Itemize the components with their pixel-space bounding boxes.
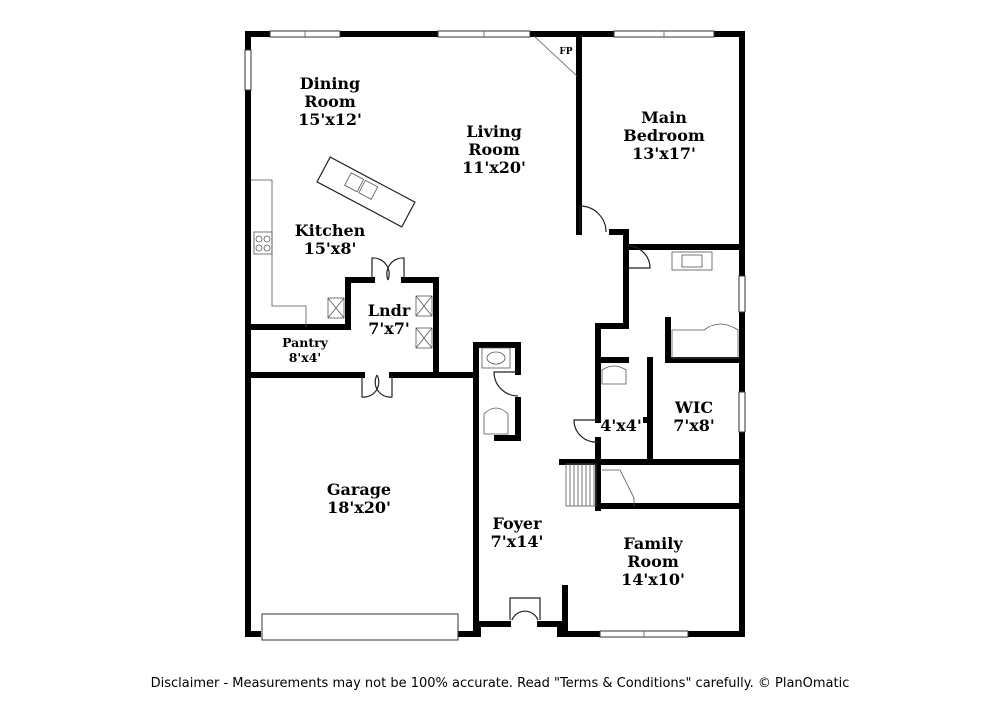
family-room-size: 14'x10' <box>621 570 685 589</box>
family-room-name-1: Family <box>623 534 683 553</box>
laundry-name: Lndr <box>368 301 411 320</box>
wic-size: 7'x8' <box>673 416 715 435</box>
stairs <box>565 463 635 507</box>
pantry-size: 8'x4' <box>289 350 322 365</box>
floor-plan: FP <box>244 30 746 641</box>
living-room-name-1: Living <box>466 122 522 141</box>
room-labels: Dining Room 15'x12' Living Room 11'x20' … <box>282 74 715 589</box>
pantry-name: Pantry <box>282 335 329 350</box>
main-bedroom-name-2: Bedroom <box>623 126 705 145</box>
main-bedroom-size: 13'x17' <box>632 144 696 163</box>
closet-size: 4'x4' <box>600 416 642 435</box>
bath-fixtures <box>481 251 739 435</box>
wic-name: WIC <box>674 398 713 417</box>
doors <box>361 205 651 621</box>
windows <box>244 30 746 641</box>
dining-room-name-1: Dining <box>300 74 360 93</box>
fireplace-label: FP <box>559 47 572 57</box>
kitchen-fixtures <box>251 156 433 349</box>
main-bedroom-name-1: Main <box>641 108 687 127</box>
interior-walls <box>245 31 745 637</box>
garage-name: Garage <box>327 480 391 499</box>
kitchen-size: 15'x8' <box>304 239 357 258</box>
foyer-size: 7'x14' <box>491 532 544 551</box>
laundry-size: 7'x7' <box>368 319 410 338</box>
dining-room-size: 15'x12' <box>298 110 362 129</box>
garage-size: 18'x20' <box>327 498 391 517</box>
kitchen-name: Kitchen <box>295 221 366 240</box>
living-room-size: 11'x20' <box>462 158 526 177</box>
fireplace: FP <box>533 35 578 77</box>
disclaimer-text: Disclaimer - Measurements may not be 100… <box>150 676 850 691</box>
foyer-name: Foyer <box>492 514 542 533</box>
dining-room-name-2: Room <box>304 92 356 111</box>
living-room-name-2: Room <box>468 140 520 159</box>
family-room-name-2: Room <box>627 552 679 571</box>
